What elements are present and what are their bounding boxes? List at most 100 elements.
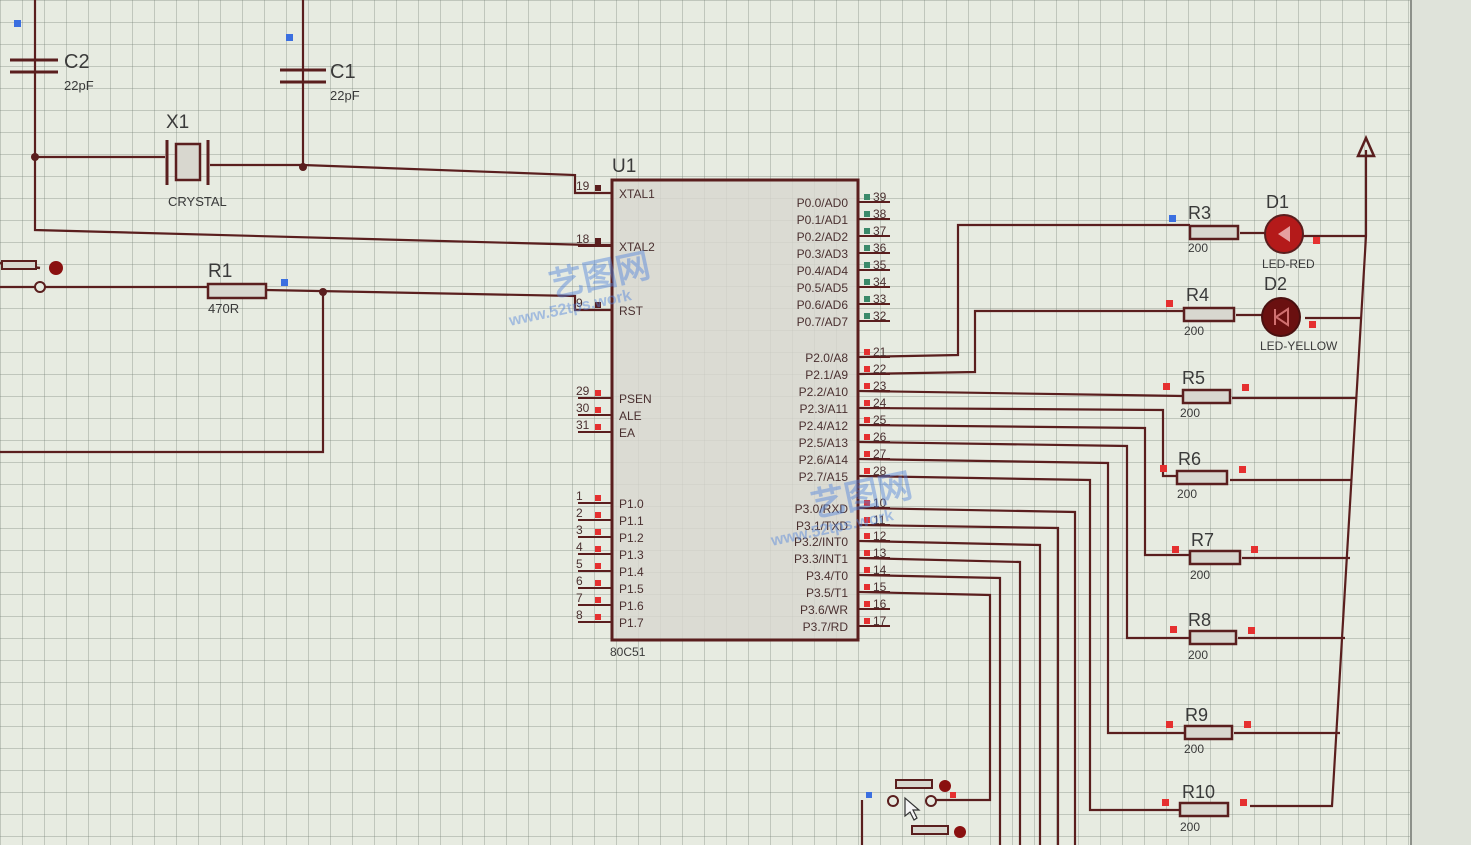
r3-value: 200 bbox=[1188, 241, 1208, 255]
chip-pin-left[interactable]: 7P1.6 bbox=[576, 591, 644, 613]
resistor-r7[interactable]: R7 200 bbox=[1172, 530, 1258, 582]
wire-c2-down bbox=[33, 0, 612, 247]
chip-pin-left[interactable]: 6P1.5 bbox=[576, 574, 644, 596]
pin-name: RST bbox=[619, 304, 644, 318]
wire-xtal-top bbox=[35, 155, 612, 195]
pin-name: P3.2/INT0 bbox=[794, 535, 848, 549]
r4-ref: R4 bbox=[1186, 285, 1209, 305]
chip-pin-left[interactable]: 1P1.0 bbox=[576, 489, 644, 511]
resistor-r10[interactable]: R10 200 bbox=[1162, 782, 1247, 834]
push-button-2[interactable] bbox=[911, 825, 966, 838]
chip-pin-left[interactable]: 3P1.2 bbox=[576, 523, 644, 545]
r1-ref: R1 bbox=[208, 261, 232, 282]
schematic-drawing[interactable]: C2 22pF C1 22pF X1 CRYSTAL bbox=[0, 0, 1410, 845]
pin-name: P1.3 bbox=[619, 548, 644, 562]
pin-name: P2.3/A11 bbox=[800, 402, 849, 416]
resistor-r4[interactable]: R4 200 bbox=[1166, 285, 1236, 338]
chip-pin-right[interactable]: 13 P3.3/INT1 bbox=[794, 546, 890, 566]
capacitor-c1[interactable]: C1 22pF bbox=[280, 34, 360, 103]
wire-p26 bbox=[859, 457, 1185, 735]
pin-name: PSEN bbox=[619, 392, 652, 406]
resistor-r1[interactable]: R1 470R bbox=[206, 261, 288, 316]
pin-number: 27 bbox=[873, 447, 887, 461]
chip-pin-left[interactable]: 5P1.4 bbox=[576, 557, 644, 579]
led-d2[interactable]: D2 LED-YELLOW bbox=[1260, 274, 1338, 353]
pin-name: P3.3/INT1 bbox=[794, 552, 848, 566]
pin-name: P1.1 bbox=[619, 514, 644, 528]
resistor-r3[interactable]: R3 200 bbox=[1169, 203, 1240, 255]
r4-value: 200 bbox=[1184, 324, 1204, 338]
pin-number: 37 bbox=[873, 224, 887, 238]
microcontroller-u1[interactable]: U1 80C51 19XTAL118XTAL29RST29PSEN30ALE31… bbox=[576, 156, 890, 659]
d1-ref: D1 bbox=[1266, 192, 1289, 212]
wire-p35 bbox=[859, 590, 992, 802]
wire-p33 bbox=[859, 556, 1022, 845]
junction-dot bbox=[31, 153, 39, 161]
pin-name: P2.2/A10 bbox=[799, 385, 849, 399]
pin-number: 6 bbox=[576, 574, 583, 588]
pin-name: P3.6/WR bbox=[800, 603, 848, 617]
resistor-r6[interactable]: R6 200 bbox=[1160, 449, 1246, 501]
c2-ref: C2 bbox=[64, 51, 90, 73]
chip-pin-left[interactable]: 8P1.7 bbox=[576, 608, 644, 630]
pin-number: 8 bbox=[576, 608, 583, 622]
wire-vcc-rail bbox=[1250, 150, 1368, 808]
junction-dot bbox=[319, 288, 327, 296]
c1-value: 22pF bbox=[330, 88, 360, 103]
wire-p34 bbox=[859, 573, 1002, 845]
pin-number: 10 bbox=[873, 496, 887, 510]
resistor-r8[interactable]: R8 200 bbox=[1170, 610, 1255, 662]
pin-number: 15 bbox=[873, 580, 887, 594]
chip-right-pins: 39P0.0/AD038P0.1/AD137P0.2/AD236P0.3/AD3… bbox=[794, 190, 890, 634]
push-button-1[interactable] bbox=[866, 779, 956, 807]
r9-value: 200 bbox=[1184, 742, 1204, 756]
pin-number: 1 bbox=[576, 489, 583, 503]
reset-button-switch[interactable] bbox=[0, 260, 63, 293]
pin-name: P1.7 bbox=[619, 616, 644, 630]
led-d1[interactable]: D1 LED-RED bbox=[1262, 192, 1320, 271]
resistor-r5[interactable]: R5 200 bbox=[1163, 368, 1249, 420]
pin-number: 28 bbox=[873, 464, 887, 478]
chip-pin-left[interactable]: 4P1.3 bbox=[576, 540, 644, 562]
power-terminal-arrow[interactable] bbox=[1356, 134, 1376, 158]
capacitor-c2[interactable]: C2 22pF bbox=[10, 20, 94, 93]
chip-pin-left[interactable]: 2P1.1 bbox=[576, 506, 644, 528]
r7-ref: R7 bbox=[1191, 530, 1214, 550]
pin-number: 7 bbox=[576, 591, 583, 605]
pin-number: 36 bbox=[873, 241, 887, 255]
pin-number: 13 bbox=[873, 546, 887, 560]
wire-layer[interactable] bbox=[0, 0, 1368, 845]
crystal-x1[interactable]: X1 CRYSTAL bbox=[165, 112, 227, 209]
resistor-r9[interactable]: R9 200 bbox=[1166, 705, 1251, 756]
